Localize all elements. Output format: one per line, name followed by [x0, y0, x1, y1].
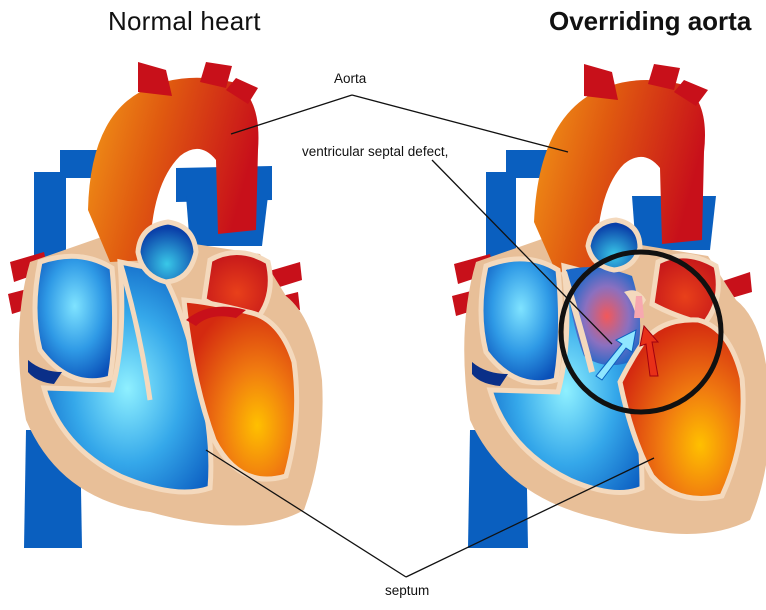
title-normal-heart: Normal heart	[108, 6, 261, 37]
pulmonary-valve	[138, 222, 196, 282]
aortic-branch	[584, 64, 618, 100]
pulmonary-valve	[588, 220, 640, 270]
title-overriding-aorta: Overriding aorta	[549, 6, 751, 37]
label-aorta: Aorta	[334, 71, 366, 86]
normal-heart	[8, 62, 323, 548]
aortic-branch	[138, 62, 172, 96]
superior-vena-cava	[486, 172, 516, 262]
superior-vena-cava	[34, 172, 66, 262]
label-septum: septum	[385, 583, 429, 598]
label-ventricular-septal-defect: ventricular septal defect,	[302, 144, 448, 159]
